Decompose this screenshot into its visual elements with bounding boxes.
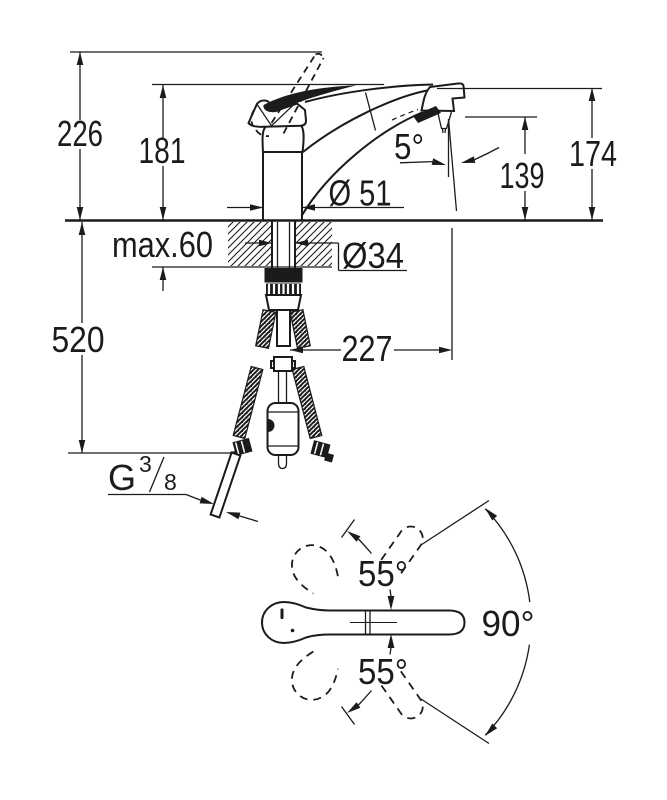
spout-top-edge [304,83,434,103]
supply-tube [209,451,242,519]
dim-139-label: 139 [500,155,545,196]
dim-55-upper-label: 55° [358,553,408,594]
hose-collar-tab-left [270,360,275,369]
hose-weight [266,402,300,456]
spout-mid-curve [302,89,428,153]
dim-139: 139 [500,117,545,220]
thread-letter: G [108,457,136,498]
column-fill [263,152,302,220]
hose-end-tip [277,455,288,470]
lever-facets [256,104,294,127]
dim-o34: Ø34 [245,235,407,276]
dim-90: 90° [420,499,535,745]
spray-head-shadow [413,106,441,123]
dim-max60-label: max.60 [112,224,213,265]
handle-dot [290,628,295,633]
dim-226-label: 226 [57,113,103,154]
faucet-body [247,52,466,220]
dim-55-lower: 55° [340,634,408,725]
nut-teeth-slots [267,284,300,295]
supply-connector-right [310,440,334,463]
side-view: 226 181 max.60 520 [52,51,617,523]
swivel-position-upper [290,525,424,701]
under-sink-assembly [209,221,334,519]
dim-227-label: 227 [342,328,393,369]
pullout-hose-upper [276,309,291,347]
dim-520: 520 [52,222,105,453]
thread-numerator: 3 [139,451,152,477]
dim-max60: max.60 [112,224,213,291]
dim-181: 181 [139,85,186,220]
dim-o34-label: Ø34 [342,235,404,276]
dim-55-lower-label: 55° [358,651,408,692]
dim-226: 226 [57,52,103,220]
dim-520-label: 520 [52,319,105,360]
side-view-dimensions: 226 181 max.60 520 [52,51,617,523]
dim-o51: Ø 51 [227,173,404,214]
dim-5deg: 5° [394,118,500,212]
dim-o51-label: Ø 51 [329,173,392,214]
swivel-position-lower [290,544,424,720]
spout-joint-line [364,92,377,131]
hose-collar [273,356,293,372]
supply-hose-right-lower [291,365,323,440]
dim-181-label: 181 [139,130,186,171]
lever-raised-dashed [250,52,325,138]
spout-hidden-line [391,108,419,121]
weight-clip [268,419,275,432]
thread-denominator: 8 [164,469,177,495]
dim-90-label: 90° [482,603,535,644]
supply-hose-right-upper [289,309,312,349]
cartridge-dome [261,124,305,153]
dim-174: 174 [569,88,617,220]
supply-hose-left-upper [254,309,277,349]
dim-227: 227 [290,328,452,369]
dim-55-upper: 55° [340,519,408,610]
dim-thread: G 3 8 [108,451,259,523]
thread-fraction-slash [148,456,165,493]
dim-174-label: 174 [569,133,617,174]
supply-hose-left-lower [232,365,264,440]
nut-collar [264,294,303,311]
mounting-nut [264,268,303,283]
spray-head [420,82,466,113]
lever-handle [263,85,357,113]
dim-5deg-label: 5° [394,126,424,167]
spout-underside [300,111,423,217]
handle-mark [280,608,284,619]
top-view: 55° 55° 90° [260,499,535,745]
hose-collar-tab-right [291,360,296,369]
